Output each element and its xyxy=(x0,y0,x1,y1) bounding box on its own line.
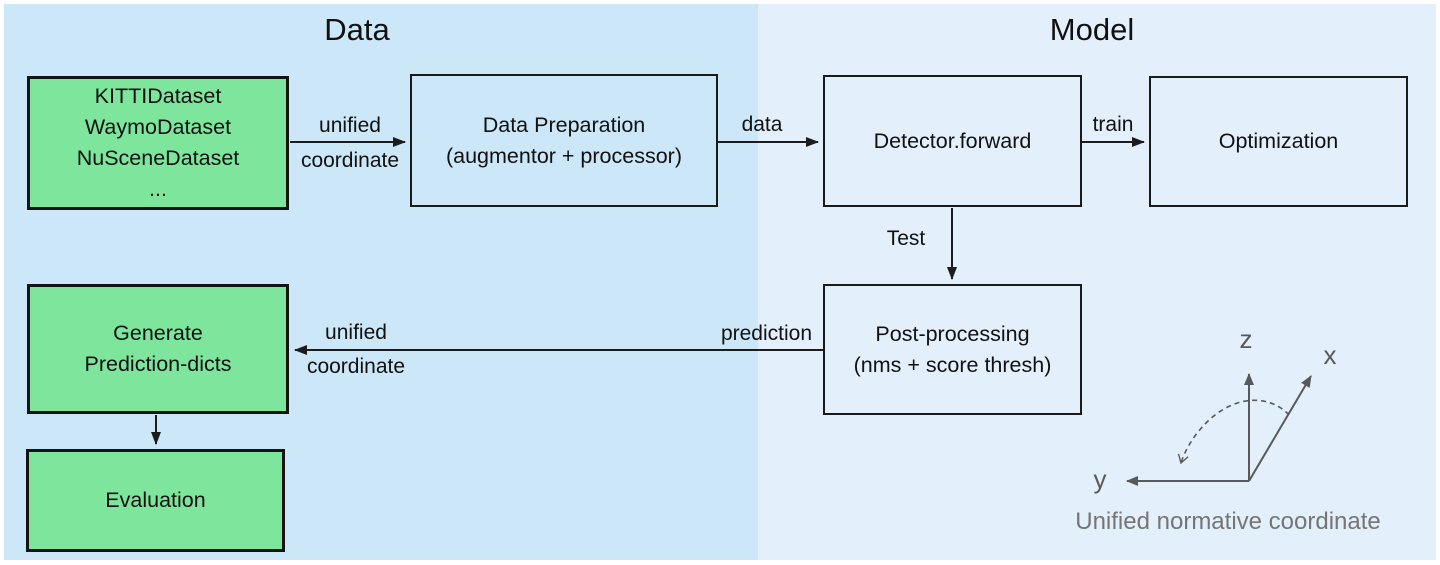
datasets-line: ... xyxy=(149,177,167,201)
data-preparation-box: Data Preparation (augmentor + processor) xyxy=(410,74,718,207)
post-processing-line: (nms + score thresh) xyxy=(853,352,1052,377)
edge-label-unified-bottom: unified xyxy=(325,321,387,344)
model-panel-background xyxy=(758,4,1436,560)
x-axis-label: x xyxy=(1323,340,1337,370)
evaluation-box: Evaluation xyxy=(26,449,285,552)
generate-prediction-line: Prediction-dicts xyxy=(84,352,232,376)
post-processing-line: Post-processing xyxy=(875,321,1030,346)
edge-label-unified-top: unified xyxy=(319,114,381,137)
data-preparation-line: (augmentor + processor) xyxy=(445,143,682,168)
z-axis-label: z xyxy=(1239,324,1253,354)
edge-label-test: Test xyxy=(886,227,926,250)
model-section-title: Model xyxy=(1049,12,1135,47)
datasets-line: KITTIDataset xyxy=(94,84,222,108)
generate-prediction-dicts-box: Generate Prediction-dicts xyxy=(27,284,289,414)
datasets-line: WaymoDataset xyxy=(84,115,232,139)
edge-label-coordinate-top: coordinate xyxy=(300,149,400,172)
edge-label-prediction: prediction xyxy=(720,322,812,345)
generate-prediction-line: Generate xyxy=(113,321,203,345)
detector-forward-line: Detector.forward xyxy=(873,128,1032,153)
post-processing-box: Post-processing (nms + score thresh) xyxy=(823,284,1082,415)
edge-label-train: train xyxy=(1092,113,1134,136)
detector-forward-box: Detector.forward xyxy=(823,75,1082,207)
optimization-line: Optimization xyxy=(1218,129,1339,153)
optimization-box: Optimization xyxy=(1149,76,1408,207)
datasets-line: NuSceneDataset xyxy=(76,146,240,170)
data-section-title: Data xyxy=(324,12,390,47)
axes-caption: Unified normative coordinate xyxy=(1075,508,1381,535)
evaluation-line: Evaluation xyxy=(105,488,206,512)
y-axis-label: y xyxy=(1093,464,1107,494)
datasets-box: KITTIDataset WaymoDataset NuSceneDataset… xyxy=(27,76,289,210)
edge-label-data: data xyxy=(741,113,783,136)
data-preparation-line: Data Preparation xyxy=(482,112,646,137)
edge-label-coordinate-bottom: coordinate xyxy=(306,355,406,378)
